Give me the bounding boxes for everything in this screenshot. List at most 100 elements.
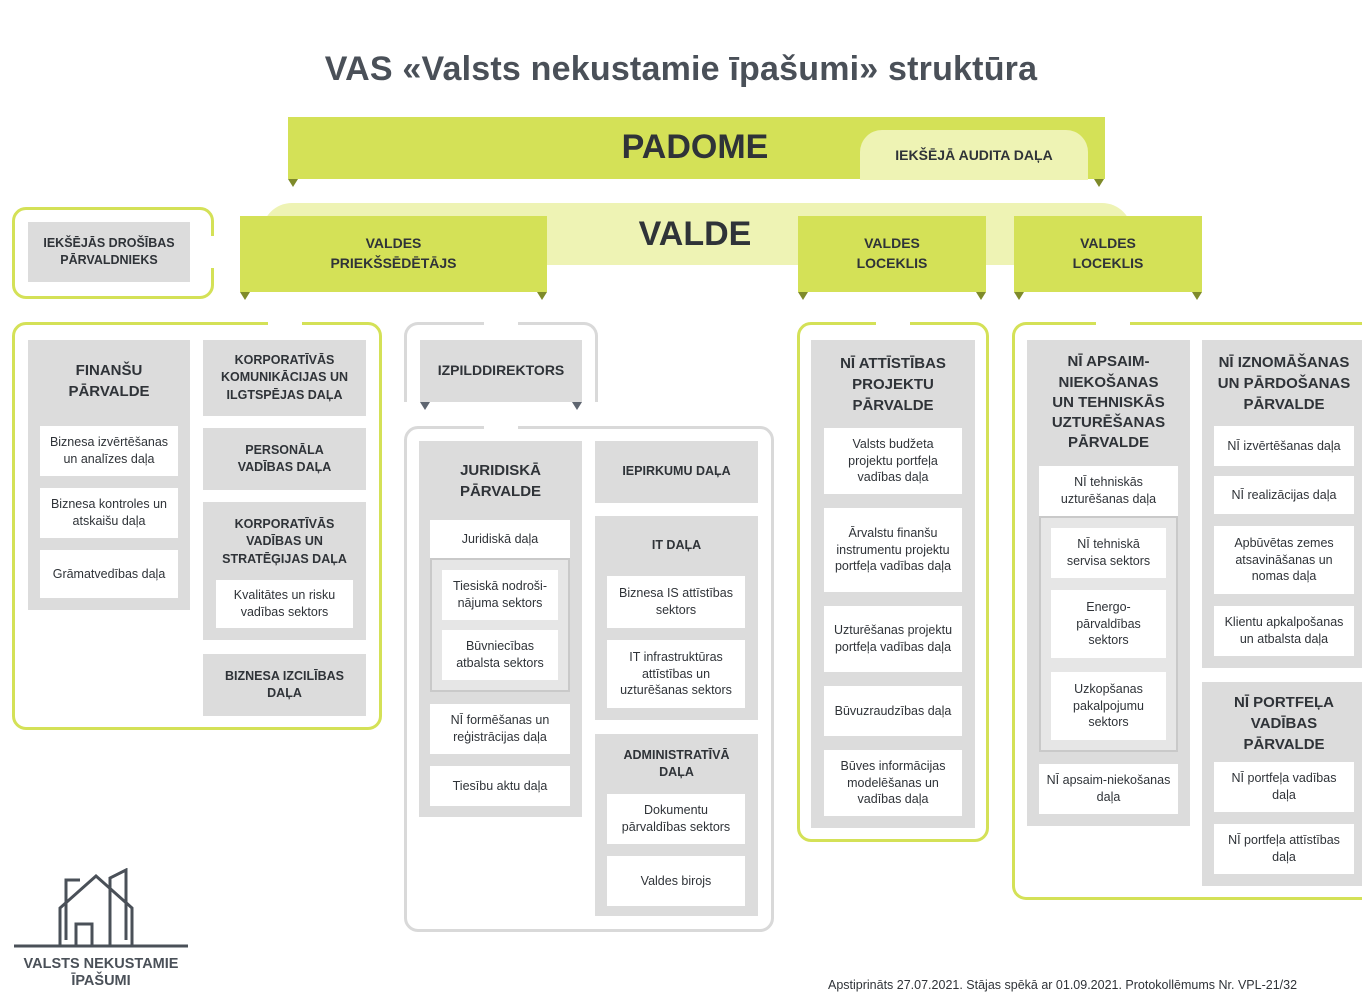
hr-box: PERSONĀLA VADĪBAS DAĻA [203,428,366,490]
rent-title-line-2: UN PĀRDOŠANAS [1217,374,1351,392]
legal-item: Tiesību aktu daļa [430,766,570,806]
admin-item: Valdes birojs [607,856,745,906]
procurement-box: IEPIRKUMU DAĻA [595,441,758,503]
board-member-2-box: VALDES LOCEKLIS [1014,216,1202,292]
legal-item: NĪ formēšanas un reģistrācijas daļa [430,704,570,754]
padome-right-arrow [1094,179,1104,187]
development-title-line-1: NĪ ATTĪSTĪBAS [840,354,946,372]
portfolio-title: NĪ PORTFEĻA VADĪBAS PĀRVALDE [1202,690,1362,756]
exec-group-gap [484,420,518,432]
member1-line-1: VALDES [864,235,920,252]
maintenance-title-line-4: UZTURĒŠANAS [1051,414,1166,432]
padome-left-arrow [288,179,298,187]
finance-item: Grāmatvedības daļa [40,550,178,598]
maintenance-item: NĪ tehniskā servisa sektors [1051,528,1166,578]
it-title: IT DAĻA [651,538,702,553]
legal-title: JURIDISKĀ PĀRVALDE [419,456,582,506]
building-logo-icon [14,868,188,948]
rent-item: NĪ izvērtēšanas daļa [1214,426,1354,466]
rent-item: NĪ realizācijas daļa [1214,476,1354,514]
development-item: Būvuzraudzības daļa [824,686,962,736]
development-item: Uzturēšanas projektu portfeļa vadības da… [824,606,962,672]
board-member-1-box: VALDES LOCEKLIS [798,216,986,292]
it-item: Biznesa IS attīstības sektors [607,576,745,628]
development-title: NĪ ATTĪSTĪBAS PROJEKTU PĀRVALDE [811,352,975,416]
development-item: Valsts budžeta projektu portfeļa vadības… [824,428,962,494]
development-title-line-2: PROJEKTU [852,375,934,393]
development-item: Ārvalstu finanšu instrumentu projektu po… [824,508,962,592]
exec-group-outline [404,426,774,932]
chair-line-1: VALDES [365,235,422,252]
security-line-2: PĀRVALDNIEKS [60,253,158,267]
maintenance-item: Energo-pārvaldības sektors [1051,590,1166,658]
development-title-line-3: PĀRVALDE [852,396,934,414]
exec-director-box: IZPILDDIREKTORS [420,340,582,402]
business-excellence-box: BIZNESA IZCILĪBAS DAĻA [203,654,366,716]
maintenance-item: Uzkopšanas pakalpojumu sektors [1051,672,1166,740]
member2-line-2: LOCEKLIS [1072,255,1144,271]
finance-title-line-2: PĀRVALDE [68,383,150,400]
member2-group-outline [1012,322,1362,900]
internal-audit-box: IEKŠĒJĀ AUDITA DAĻA [860,130,1088,180]
finance-item: Biznesa kontroles un atskaišu daļa [40,488,178,538]
rent-title: NĪ IZNOMĀŠANAS UN PĀRDOŠANAS PĀRVALDE [1202,350,1362,416]
chair-line-2: PRIEKŠSĒDĒTĀJS [330,255,457,271]
legal-title-line-1: JURIDISKĀ [460,462,541,479]
finance-title: FINANŠU PĀRVALDE [28,356,190,406]
risk-sector: Kvalitātes un risku vadības sektors [216,580,353,628]
admin-title: ADMINISTRATĪVĀ DAĻA [623,747,730,780]
portfolio-title-line-3: PĀRVALDE [1243,735,1325,753]
member2-left-arrow [1014,292,1024,300]
internal-security-box: IEKŠĒJĀS DROŠĪBAS PĀRVALDNIEKS [28,222,190,282]
member1-right-arrow [976,292,986,300]
maintenance-title-line-2: NIEKOŠANAS [1058,373,1159,391]
member2-line-1: VALDES [1080,235,1136,252]
exec-right-arrow [572,402,582,410]
portfolio-item: NĪ portfeļa vadības daļa [1214,762,1354,812]
chair-group-gap [268,316,302,328]
maintenance-title: NĪ APSAIM- NIEKOŠANAS UN TEHNISKĀS UZTUR… [1027,350,1190,456]
security-line-1: IEKŠĒJĀS DROŠĪBAS [43,235,175,250]
legal-title-line-2: PĀRVALDE [459,483,542,500]
member2-group-gap [1096,316,1130,328]
corp-strategy-title: KORPORATĪVĀS VADĪBAS UN STRATĒĢIJAS DAĻA [222,516,347,566]
rent-item: Apbūvētas zemes atsavināšanas un nomas d… [1214,526,1354,594]
exec-left-arrow [420,402,430,410]
exec-director-gap [484,316,518,328]
chair-left-arrow [240,292,250,300]
member1-left-arrow [798,292,808,300]
legal-item: Būvniecības atbalsta sektors [442,630,558,680]
rent-title-line-1: NĪ IZNOMĀŠANAS [1218,353,1350,371]
admin-item: Dokumentu pārvaldības sektors [607,794,745,844]
development-item: Būves informācijas modelēšanas un vadība… [824,750,962,816]
maintenance-item: NĪ tehniskās uzturēšanas daļa [1039,466,1178,516]
member1-line-2: LOCEKLIS [856,255,928,271]
member1-group-gap [876,316,910,328]
rent-title-line-3: PĀRVALDE [1243,395,1325,413]
maintenance-title-line-5: PĀRVALDE [1067,434,1150,452]
legal-item: Juridiskā daļa [430,520,570,558]
chair-group-outline [12,322,382,730]
corp-comm-box: KORPORATĪVĀS KOMUNIKĀCIJAS UN ILGTSPĒJAS… [203,340,366,416]
it-item: IT infrastruktūras attīstības un uzturēš… [607,640,745,708]
portfolio-item: NĪ portfeļa attīstības daļa [1214,824,1354,874]
internal-audit-label: IEKŠĒJĀ AUDITA DAĻA [895,147,1053,163]
logo-text-line-2: ĪPAŠUMI [71,972,131,989]
finance-title-line-1: FINANŠU [75,362,143,379]
page-title: VAS «Valsts nekustamie īpašumi» struktūr… [324,50,1038,88]
maintenance-title-line-3: UN TEHNISKĀS [1052,393,1165,411]
legal-item: Tiesiskā nodroši-nājuma sektors [442,570,558,620]
rent-item: Klientu apkalpošanas un atbalsta daļa [1214,606,1354,656]
chair-right-arrow [537,292,547,300]
approval-footer: Apstiprināts 27.07.2021. Stājas spēkā ar… [828,978,1298,992]
portfolio-title-line-2: VADĪBAS [1250,714,1318,732]
logo-text-line-1: VALSTS NEKUSTAMIE [23,956,179,972]
member2-right-arrow [1192,292,1202,300]
finance-item: Biznesa izvērtēšanas un analīzes daļa [40,426,178,476]
maintenance-title-line-1: NĪ APSAIM- [1067,353,1150,371]
company-logo: VALSTS NEKUSTAMIE ĪPAŠUMI [10,868,192,989]
valde-label: VALDE [638,215,752,254]
board-chair-box: VALDES PRIEKŠSĒDĒTĀJS [240,216,547,292]
maintenance-item: NĪ apsaim-niekošanas daļa [1039,764,1178,814]
portfolio-title-line-1: NĪ PORTFEĻA [1234,693,1334,711]
